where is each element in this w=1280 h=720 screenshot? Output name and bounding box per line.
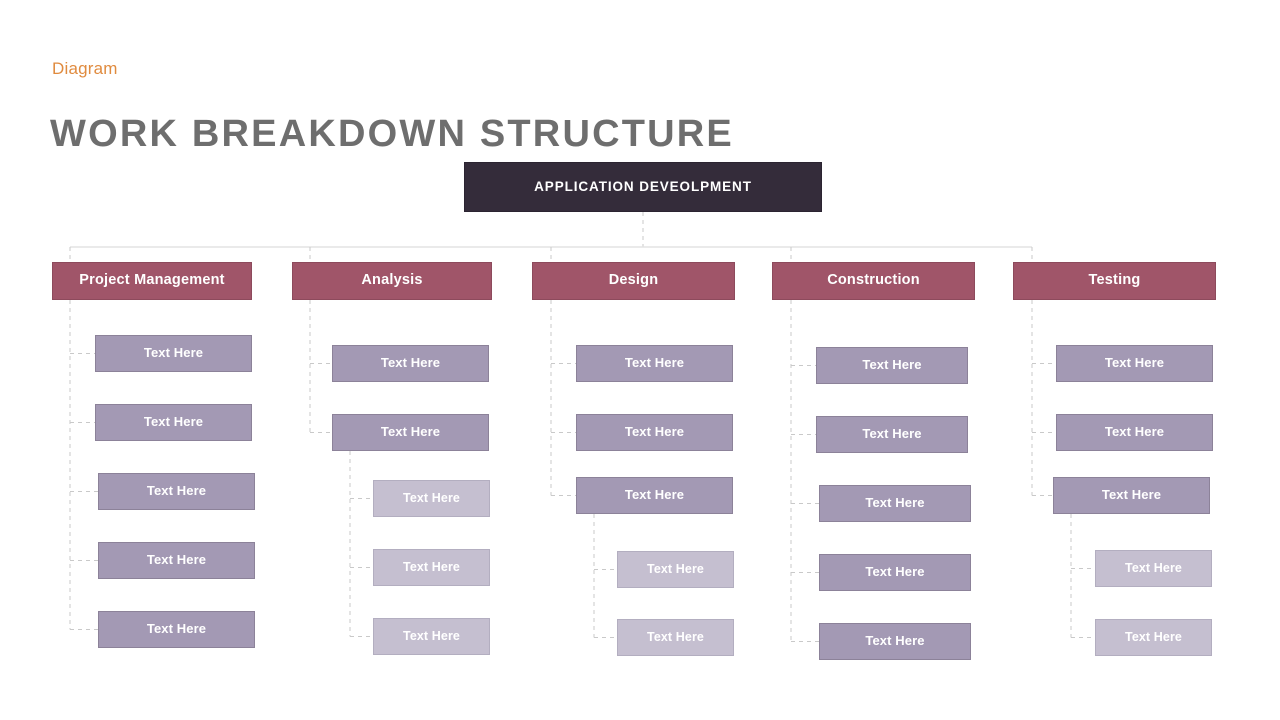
node-label: Text Here — [865, 495, 925, 511]
category-node-testing[interactable]: Testing — [1013, 262, 1216, 300]
node-label: Text Here — [862, 426, 922, 442]
node-construction-l2-2[interactable]: Text Here — [816, 416, 968, 453]
node-testing-l3-1[interactable]: Text Here — [1095, 550, 1212, 587]
node-label: Design — [608, 272, 659, 289]
node-analysis-l2-1[interactable]: Text Here — [332, 345, 489, 382]
node-analysis-l3-3[interactable]: Text Here — [373, 618, 490, 655]
node-label: Text Here — [380, 424, 441, 440]
node-label: Text Here — [624, 487, 685, 503]
node-analysis-l3-2[interactable]: Text Here — [373, 549, 490, 586]
node-project-management-l2-3[interactable]: Text Here — [98, 473, 255, 510]
node-label: Text Here — [1104, 424, 1165, 440]
node-label: Text Here — [865, 633, 925, 649]
node-label: Text Here — [624, 355, 685, 371]
node-label: Text Here — [1125, 629, 1182, 644]
category-node-project-management[interactable]: Project Management — [52, 262, 252, 300]
node-label: Text Here — [403, 559, 460, 574]
node-label: Analysis — [361, 272, 423, 289]
node-label: Construction — [827, 272, 920, 289]
node-design-l3-2[interactable]: Text Here — [617, 619, 734, 656]
node-label: Text Here — [143, 345, 204, 361]
node-label: Text Here — [380, 355, 441, 371]
node-design-l2-2[interactable]: Text Here — [576, 414, 733, 451]
node-label: Text Here — [862, 357, 922, 373]
page-title: WORK BREAKDOWN STRUCTURE — [50, 113, 734, 156]
node-construction-l2-5[interactable]: Text Here — [819, 623, 971, 660]
node-testing-l2-3[interactable]: Text Here — [1053, 477, 1210, 514]
node-label: Text Here — [1101, 487, 1162, 503]
node-label: Project Management — [79, 272, 225, 289]
node-design-l3-1[interactable]: Text Here — [617, 551, 734, 588]
node-label: Testing — [1088, 272, 1141, 289]
node-label: Text Here — [647, 629, 704, 644]
node-testing-l2-2[interactable]: Text Here — [1056, 414, 1213, 451]
node-construction-l2-4[interactable]: Text Here — [819, 554, 971, 591]
node-testing-l3-2[interactable]: Text Here — [1095, 619, 1212, 656]
node-label: Text Here — [624, 424, 685, 440]
node-label: Text Here — [143, 414, 204, 430]
node-project-management-l2-2[interactable]: Text Here — [95, 404, 252, 441]
node-label: Text Here — [865, 564, 925, 580]
node-label: APPLICATION DEVEOLPMENT — [534, 178, 752, 194]
root-node-application-development[interactable]: APPLICATION DEVEOLPMENT — [464, 162, 822, 212]
node-design-l2-1[interactable]: Text Here — [576, 345, 733, 382]
category-node-construction[interactable]: Construction — [772, 262, 975, 300]
node-label: Text Here — [146, 552, 207, 568]
node-testing-l2-1[interactable]: Text Here — [1056, 345, 1213, 382]
category-node-analysis[interactable]: Analysis — [292, 262, 492, 300]
node-label: Text Here — [146, 621, 207, 637]
node-construction-l2-3[interactable]: Text Here — [819, 485, 971, 522]
node-analysis-l2-2[interactable]: Text Here — [332, 414, 489, 451]
node-design-l2-3[interactable]: Text Here — [576, 477, 733, 514]
node-label: Text Here — [146, 483, 207, 499]
category-node-design[interactable]: Design — [532, 262, 735, 300]
eyebrow-label: Diagram — [52, 59, 118, 78]
node-project-management-l2-4[interactable]: Text Here — [98, 542, 255, 579]
node-label: Text Here — [647, 561, 704, 576]
node-label: Text Here — [1104, 355, 1165, 371]
node-project-management-l2-5[interactable]: Text Here — [98, 611, 255, 648]
node-label: Text Here — [403, 490, 460, 505]
node-analysis-l3-1[interactable]: Text Here — [373, 480, 490, 517]
node-construction-l2-1[interactable]: Text Here — [816, 347, 968, 384]
node-label: Text Here — [1125, 560, 1182, 575]
node-project-management-l2-1[interactable]: Text Here — [95, 335, 252, 372]
node-label: Text Here — [403, 628, 460, 643]
